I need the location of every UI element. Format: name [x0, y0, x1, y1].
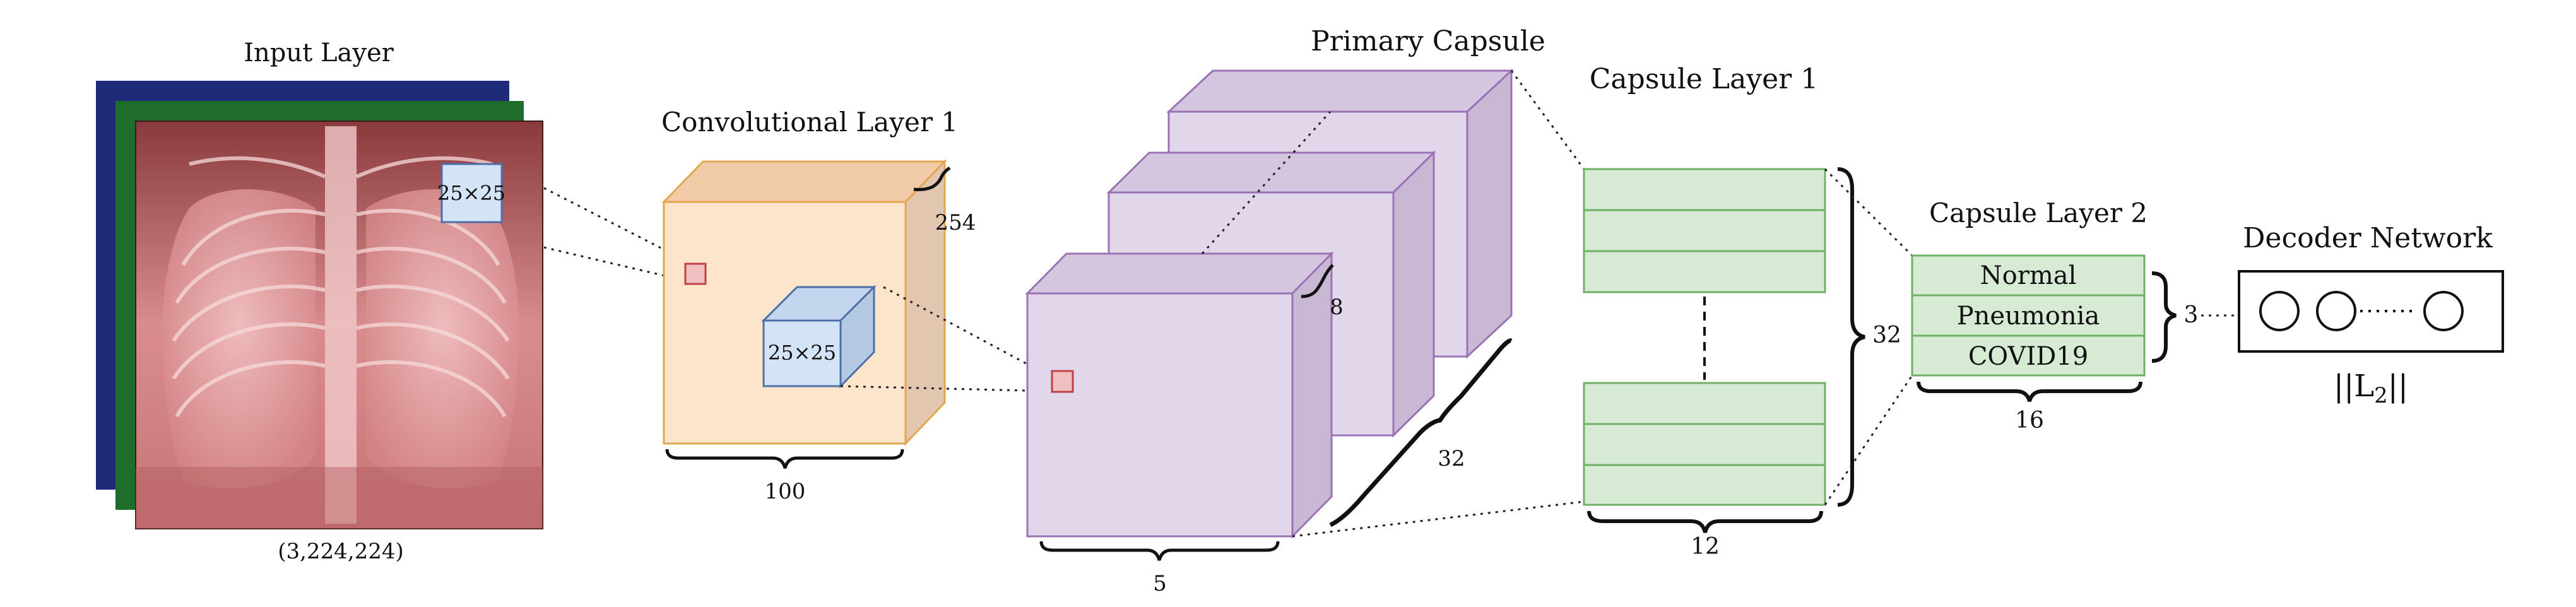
decoder-loss-label: ||L2||: [2334, 368, 2408, 408]
caps1-width-brace: [1587, 510, 1823, 533]
caps1-top-block: [1583, 168, 1826, 293]
capsule-layer-2-title: Capsule Layer 2: [1929, 197, 2148, 228]
kernel-label: 25×25: [768, 341, 836, 365]
conv-width-brace: [665, 449, 904, 469]
conv-depth-brace: [913, 166, 951, 191]
caps1-height-label: 32: [1872, 322, 1901, 348]
decoder-title: Decoder Network: [2243, 222, 2493, 254]
spine: [325, 126, 357, 524]
caps2-block: [1911, 254, 2146, 377]
capsule-layer-1: Capsule Layer 1 32 12: [1583, 63, 1901, 560]
caps1-width-label: 12: [1691, 534, 1720, 560]
conv-patch: [684, 262, 707, 285]
caps2-width-label: 16: [2015, 408, 2044, 433]
conv-layer-title: Convolutional Layer 1: [661, 107, 958, 138]
xray-image: [135, 121, 543, 529]
abdomen: [136, 467, 543, 529]
capsule-width-label: 5: [1153, 571, 1167, 596]
decoder-neuron-1: [2259, 291, 2300, 331]
input-shape-label: (3,224,224): [278, 539, 404, 564]
conv-block-top: [661, 160, 947, 203]
capsule-layer-1-title: Capsule Layer 1: [1590, 63, 1818, 95]
caps1-bottom-block: [1583, 382, 1826, 506]
capsule-cube-front: [1025, 251, 1334, 539]
input-patch-label: 25×25: [437, 181, 505, 205]
class-label-normal: Normal: [1980, 261, 2077, 290]
caps2-width-brace: [1917, 381, 2142, 402]
caps2-count-brace: [2151, 271, 2177, 363]
caps2-count-label: 3: [2184, 302, 2199, 328]
class-label-pneumonia: Pneumonia: [1957, 302, 2100, 331]
decoder-loss-subscript: 2: [2374, 383, 2388, 408]
kernel-front: [762, 319, 842, 387]
caps1-to-caps2-connectors: [1824, 168, 1913, 505]
capsule-layer-2: Capsule Layer 2 Normal Pneumonia COVID19…: [1911, 197, 2199, 433]
primary-capsule: Primary Capsule 5 8 32: [1025, 25, 1545, 596]
capsule-count-label: 32: [1438, 446, 1465, 471]
decoder-neuron-2: [2316, 291, 2356, 331]
capsule-stack-dots: [1201, 110, 1332, 255]
left-lung: [162, 189, 316, 489]
input-to-conv-connectors: [543, 187, 695, 284]
decoder-neuron-n: [2423, 291, 2464, 331]
caps1-height-brace: [1837, 167, 1865, 507]
primary-capsule-title: Primary Capsule: [1311, 25, 1545, 57]
input-layer-title: Input Layer: [244, 38, 394, 68]
capsule-width-brace: [1039, 541, 1280, 561]
capsule-count-brace: [1329, 338, 1513, 527]
capsule-to-caps1-connectors: [1292, 70, 1585, 538]
right-lung: [366, 189, 519, 489]
capsule-patch: [1051, 370, 1074, 393]
capsule-depth-brace: [1301, 264, 1334, 298]
conv-to-capsule-connectors: [840, 286, 1053, 392]
input-layer: Input Layer: [96, 38, 543, 564]
class-label-covid19: COVID19: [1968, 342, 2088, 371]
capsule-depth-label: 8: [1330, 295, 1344, 320]
conv-layer-1: Convolutional Layer 1 25×25 100 254: [661, 107, 976, 504]
ribs: [172, 156, 510, 418]
decoder-network: Decoder Network ||L2||: [2238, 222, 2504, 408]
input-patch: [440, 163, 503, 223]
conv-depth-label: 254: [935, 210, 976, 235]
conv-width-label: 100: [765, 479, 806, 504]
